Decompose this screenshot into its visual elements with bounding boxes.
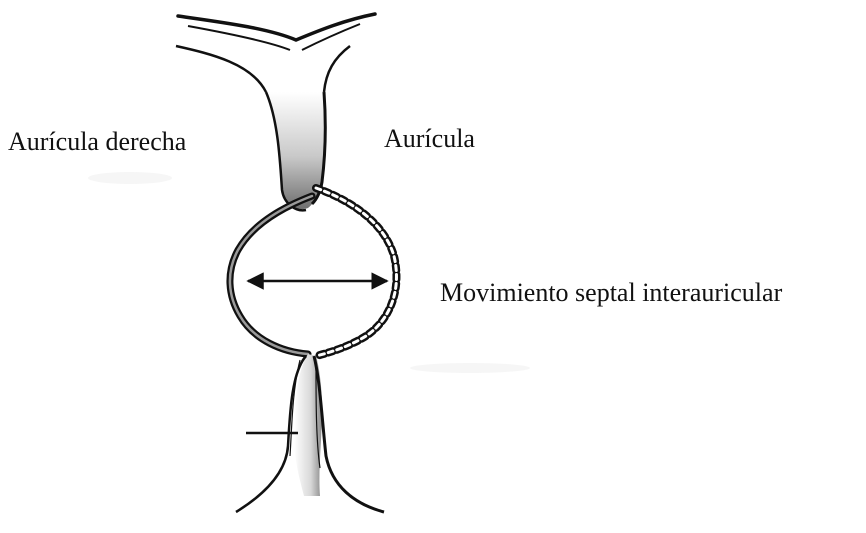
lower-septum [236, 354, 384, 512]
septum-bulge-dashed [316, 188, 396, 356]
right-atrium-label: Aurícula derecha [8, 129, 186, 155]
septum-bulge-solid [230, 196, 312, 354]
upper-septum [266, 92, 325, 210]
atrial-roof [176, 14, 375, 92]
left-atrium-label: Aurícula [384, 126, 475, 152]
septal-movement-label: Movimiento septal interauricular [440, 280, 782, 306]
